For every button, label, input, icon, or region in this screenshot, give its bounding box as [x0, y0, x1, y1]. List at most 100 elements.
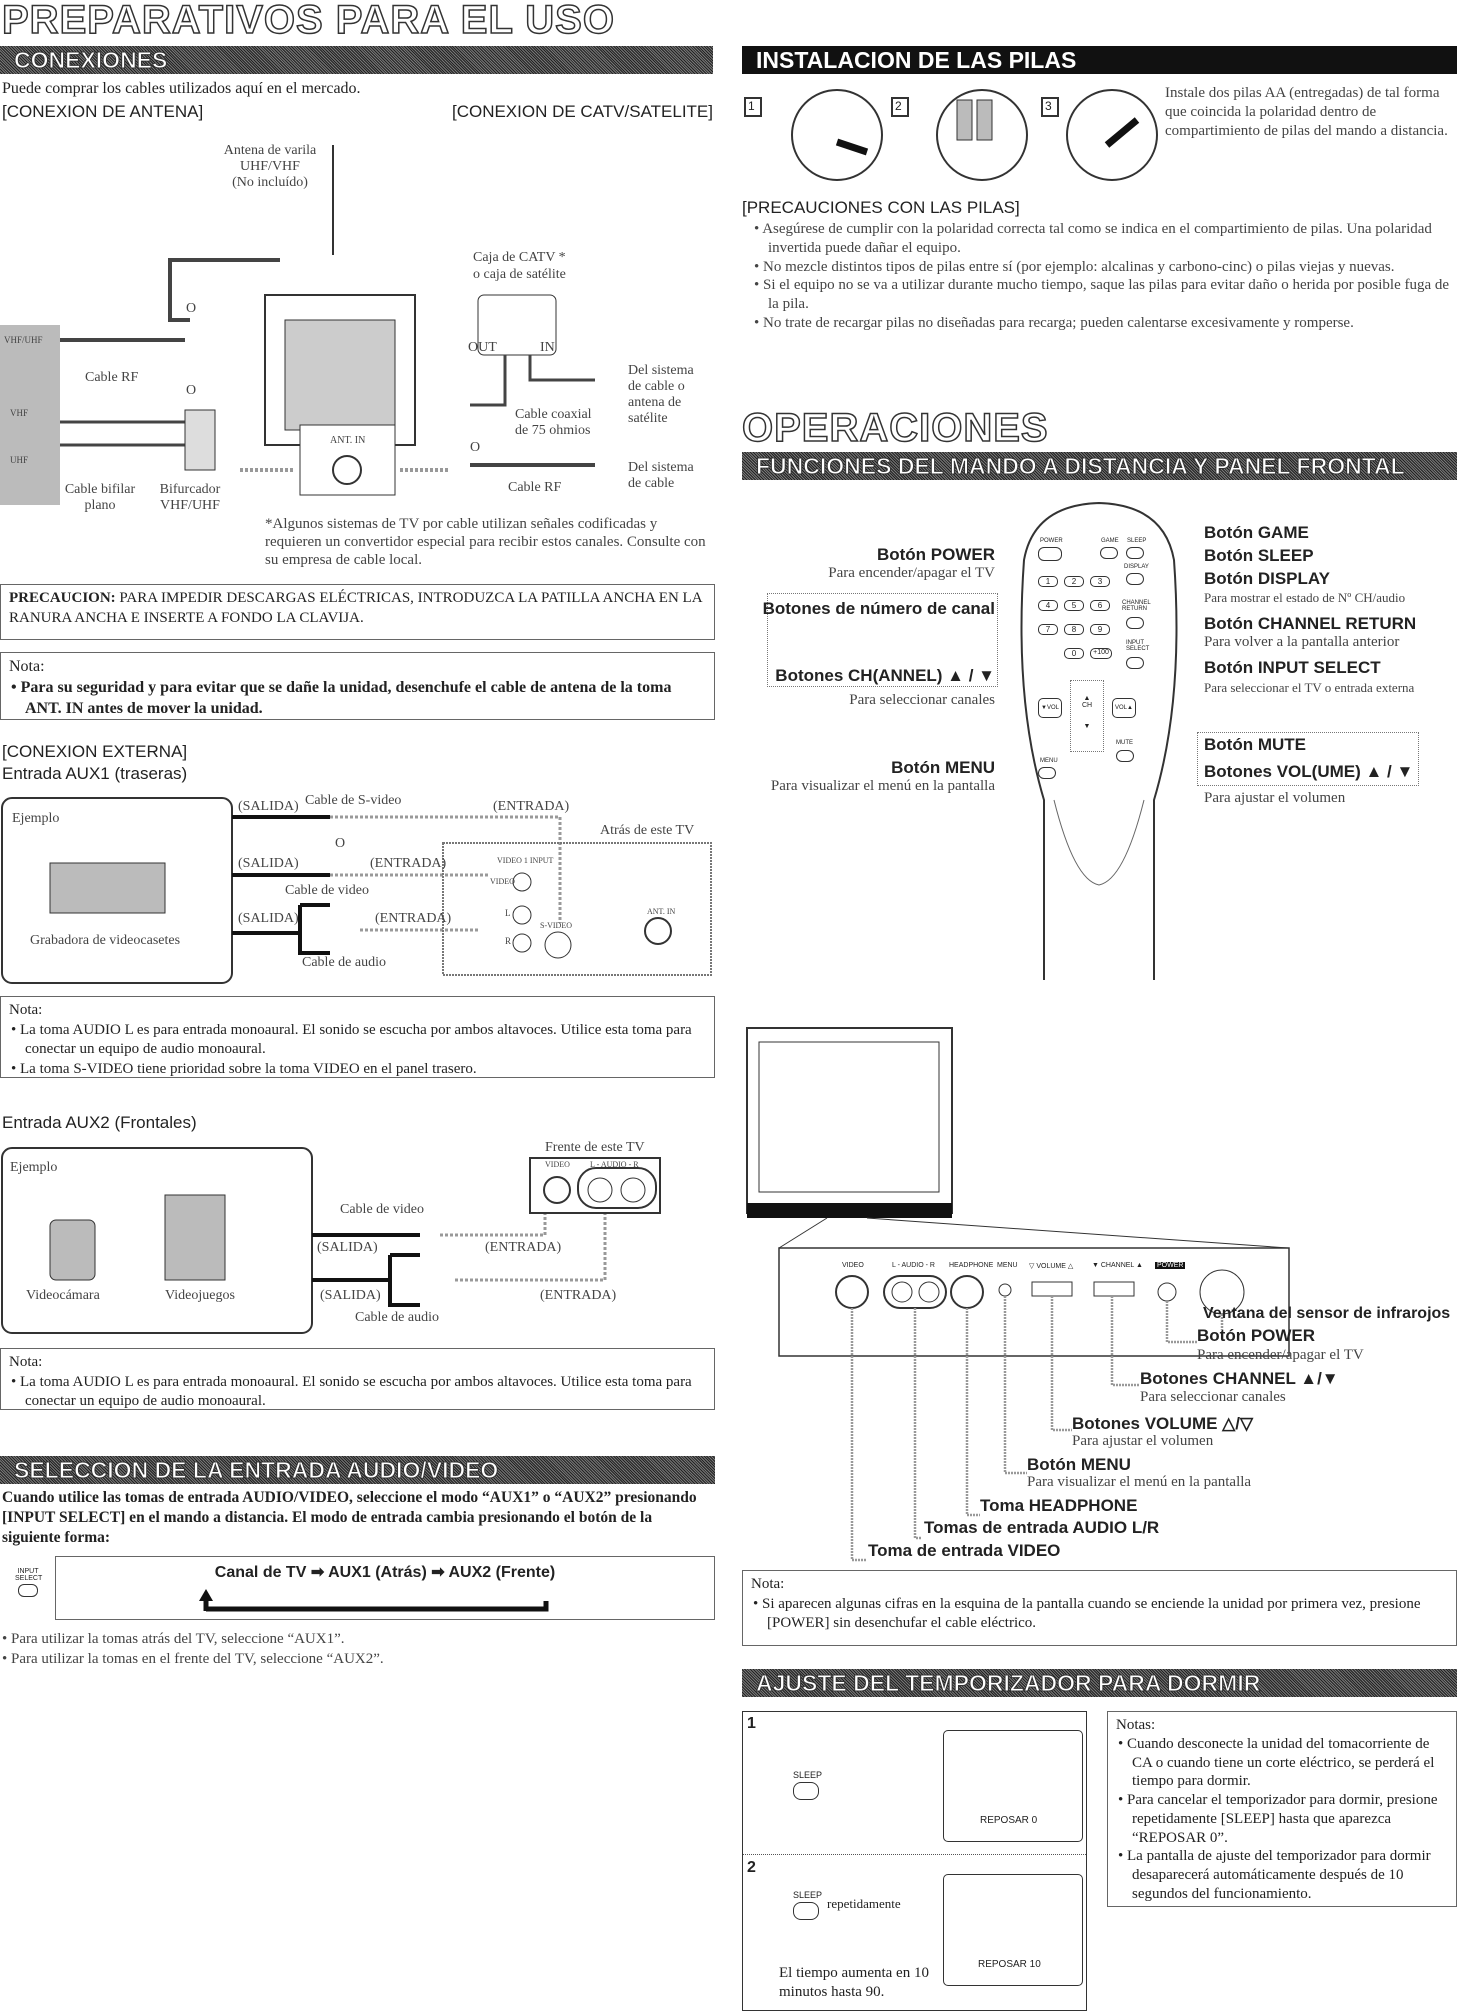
digit-button: 5 [1064, 600, 1084, 611]
desc-display: Para mostrar el estado de Nº CH/audio [1204, 590, 1406, 605]
sleep-button-label: SLEEP [793, 1890, 823, 1900]
panel-menu-label: MENU [997, 1262, 1018, 1269]
remote-power-button [1038, 547, 1062, 561]
panel-volume-label: ▽ VOLUME △ [1029, 1263, 1074, 1270]
flow-aux2: AUX2 (Frente) [448, 1564, 556, 1581]
desc-panel-channel: Para seleccionar canales [1140, 1389, 1286, 1405]
screen-text: REPOSAR 10 [978, 1959, 1041, 1970]
desc-panel-power: Para encender/apagar el TV [1197, 1347, 1364, 1363]
callout-box-channel [767, 593, 998, 687]
screen-text: REPOSAR 0 [980, 1815, 1038, 1826]
svideo-cable-label: Cable de S-video [305, 793, 402, 808]
remote-ch-buttons: ▲CH▼ [1070, 680, 1104, 752]
label-panel-menu: Botón MENU [1027, 1455, 1131, 1474]
remote-menu-button [1038, 767, 1056, 779]
desc-panel-volume: Para ajustar el volumen [1072, 1433, 1214, 1449]
digit-button: 2 [1064, 576, 1084, 587]
out-label: OUT [468, 340, 497, 355]
panel-power-label: POWER [1155, 1262, 1186, 1269]
remote-input-label: INPUT SELECT [1126, 640, 1150, 652]
digit-button: +100 [1090, 648, 1112, 659]
aux2-title: Entrada AUX2 (Frontales) [2, 1113, 197, 1132]
salida-label: (SALIDA) [317, 1240, 378, 1255]
section-bar-conexiones: CONEXIONES [0, 46, 713, 74]
nota-box-antena: Nota: • Para su seguridad y para evitar q… [0, 652, 715, 720]
remote-power-label: POWER [1040, 538, 1063, 544]
frente-label: Frente de este TV [545, 1140, 645, 1155]
aux1-diagram: Ejemplo Grabadora de videocasetes (SALID… [0, 793, 715, 988]
digit-button: 3 [1090, 576, 1110, 587]
entrada-label: (ENTRADA) [375, 911, 452, 926]
nota-label: Nota: [9, 1354, 43, 1370]
step-number: 2 [747, 1859, 756, 1876]
salida-label: (SALIDA) [320, 1288, 381, 1303]
cable-rf-label-2: Cable RF [508, 480, 562, 495]
remote-input-button [1126, 657, 1144, 669]
uhfvhf-label: UHF/VHF [240, 159, 300, 175]
videocamara-label: Videocámara [26, 1288, 100, 1303]
remote-vol-up-button: VOL▲ [1112, 698, 1136, 718]
digit-button: 1 [1038, 576, 1058, 587]
nota-label: Nota: [9, 658, 45, 675]
callout-box-mute-vol [1197, 732, 1419, 786]
repeat-label: repetidamente [827, 1896, 901, 1911]
desc-menu: Para visualizar el menú en la pantalla [770, 778, 995, 794]
remote-display-button [1126, 573, 1144, 585]
label-vol: Botones VOL(UME) ▲ / ▼ [1204, 762, 1414, 781]
or-label: O [186, 383, 197, 398]
label-menu: Botón MENU [891, 758, 995, 777]
nota-item: • Si aparecen algunas cifras en la esqui… [753, 1595, 1421, 1632]
uhf-label: UHF [10, 455, 29, 465]
video-cable-label: Cable de video [285, 883, 369, 898]
digit-button: 4 [1038, 600, 1058, 611]
remote-digit-pad: 1 2 3 4 5 6 7 8 9 0 +100 [1038, 576, 1116, 659]
cable-rf-label: Cable RF [85, 370, 139, 385]
section-bar-seleccion: SELECCION DE LA ENTRADA AUDIO/VIDEO [0, 1456, 715, 1484]
step-number: 3 [1045, 99, 1052, 113]
entrada-label: (ENTRADA) [485, 1240, 562, 1255]
arrow-right-icon: ➡ [310, 1564, 329, 1581]
sleep-caption: El tiempo aumenta en 10 minutos hasta 90… [779, 1965, 929, 2000]
flow-aux1: AUX1 (Atrás) [328, 1564, 427, 1581]
panel-headphone-label: HEADPHONE [949, 1262, 994, 1269]
sleep-button [793, 1782, 819, 1800]
page-title: PREPARATIVOS PARA EL USO [1, 0, 615, 42]
ejemplo-label: Ejemplo [10, 1160, 58, 1175]
precaucion-box: PRECAUCION: PARA IMPEDIR DESCARGAS ELÉCT… [0, 584, 715, 640]
catv-heading: [CONEXION DE CATV/SATELITE] [451, 102, 713, 121]
caja-catv-label: Caja de CATV * [473, 250, 566, 265]
notas-label: Notas: [1116, 1717, 1156, 1733]
catv-footnote: *Algunos sistemas de TV por cable utiliz… [265, 516, 706, 568]
ant-in-label: ANT. IN [330, 435, 366, 446]
or-label: O [335, 836, 346, 851]
del-sistema-cable-label: Del sistema de cable [628, 460, 694, 492]
tv-screen-2: REPOSAR 10 [943, 1874, 1083, 1986]
panel-video-label: VIDEO [842, 1262, 864, 1269]
audio-cable-label: Cable de audio [355, 1310, 439, 1325]
label-ch: Botones CH(ANNEL) ▲ / ▼ [775, 666, 995, 685]
ejemplo-label: Ejemplo [12, 811, 60, 826]
nota-box-aux2: Nota:• La toma AUDIO L es para entrada m… [0, 1348, 715, 1410]
label-channel-return: Botón CHANNEL RETURN [1204, 614, 1417, 633]
l-jack-label: L [505, 908, 511, 918]
coaxial-label: Cable coaxial de 75 ohmios [515, 407, 592, 439]
battery-steps-illustration: 1 2 3 [742, 80, 1162, 185]
or-label: O [470, 440, 481, 455]
antena-label: Antena de varila [223, 143, 317, 158]
audio-jack-label: L - AUDIO - R [590, 1160, 639, 1169]
desc-input-select: Para seleccionar el TV o entrada externa [1204, 680, 1415, 695]
input-select-button: INPUT SELECT [8, 1568, 48, 1599]
remote-game-button [1100, 547, 1118, 559]
label-panel-headphone: Toma HEADPHONE [980, 1496, 1138, 1515]
nota-text: • Para su seguridad y para evitar que se… [11, 678, 672, 717]
ant-in-label: ANT. IN [647, 907, 676, 916]
nota-item: • Para cancelar el temporizador para dor… [1118, 1792, 1438, 1846]
or-label: O [186, 301, 197, 316]
remote-mute-label: MUTE [1116, 740, 1133, 746]
remote-sleep-button [1126, 547, 1144, 559]
seleccion-paragraph: Cuando utilice las tomas de entrada AUDI… [2, 1489, 697, 1547]
videojuegos-label: Videojuegos [165, 1288, 235, 1303]
digit-button: 6 [1090, 600, 1110, 611]
input-flow-box: Canal de TV ➡ AUX1 (Atrás) ➡ AUX2 (Frent… [55, 1556, 715, 1620]
antena-heading: [CONEXION DE ANTENA] [2, 102, 204, 121]
